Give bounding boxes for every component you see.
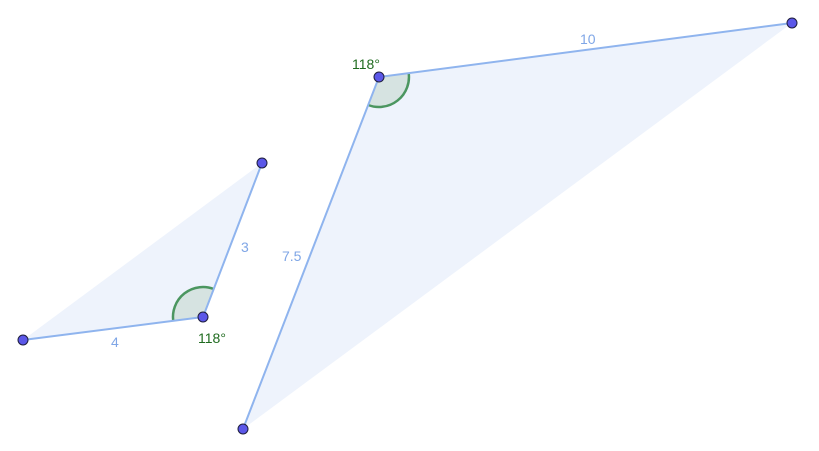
large-triangle-side-7-5-label: 7.5 (282, 248, 302, 264)
large-triangle: 7.5 10 118° (237, 17, 798, 435)
large-triangle-side-10[interactable] (378, 22, 793, 78)
small-triangle-fill (23, 163, 262, 340)
small-triangle-vertex-top[interactable] (256, 157, 268, 169)
large-triangle-angle-label: 118° (352, 56, 380, 72)
large-triangle-vertex-bottom[interactable] (237, 423, 249, 435)
large-triangle-vertex-right[interactable] (786, 17, 798, 29)
large-triangle-angle-arc[interactable] (367, 72, 411, 109)
large-triangle-fill (243, 23, 792, 429)
small-triangle-side-3[interactable] (202, 162, 263, 318)
small-triangle: 4 3 118° (17, 157, 268, 350)
small-triangle-vertex-left[interactable] (17, 334, 29, 346)
large-triangle-side-7-5[interactable] (242, 76, 380, 430)
small-triangle-side-4[interactable] (22, 316, 204, 341)
small-triangle-vertex-angle[interactable] (197, 311, 209, 323)
small-triangle-side-4-label: 4 (111, 334, 119, 350)
large-triangle-vertex-angle[interactable] (373, 71, 385, 83)
small-triangle-side-3-label: 3 (241, 239, 249, 255)
large-triangle-side-10-label: 10 (580, 31, 596, 47)
small-triangle-angle-arc[interactable] (171, 285, 215, 321)
small-triangle-angle-label: 118° (198, 330, 226, 346)
